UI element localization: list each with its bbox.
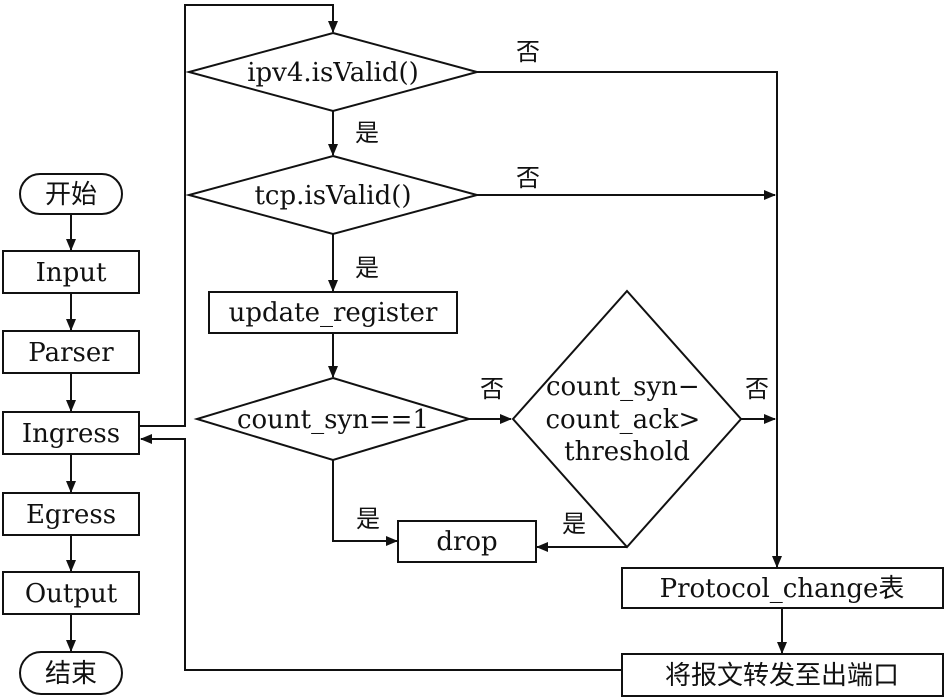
pipeline-column: 开始 Input Parser Ingress Egress Output 结束 (2, 173, 140, 695)
tcp-valid-label: tcp.isValid() (254, 181, 411, 211)
update-register-box (208, 291, 458, 334)
tcp-no-label: 否 (516, 164, 540, 192)
ipv4-no-label: 否 (516, 38, 540, 66)
count-syn-no-label: 否 (480, 375, 504, 403)
end-terminal (19, 651, 123, 695)
input-box (2, 250, 140, 294)
protocol-change-label: Protocol_change表 (660, 574, 905, 604)
egress-label: Egress (26, 500, 116, 530)
ipv4-yes-label: 是 (355, 119, 379, 147)
threshold-yes-label: 是 (562, 510, 586, 538)
tcp-yes-label: 是 (355, 254, 379, 282)
threshold-label-line-2: count_ack> (545, 405, 700, 435)
parser-label: Parser (28, 338, 114, 368)
protocol-change-box (621, 567, 944, 609)
end-label: 结束 (45, 659, 97, 689)
threshold-no-label: 否 (745, 375, 769, 403)
update-register-label: update_register (229, 298, 438, 328)
connector-ingress-to-ipv4 (139, 4, 338, 427)
count-syn-yes-label: 是 (356, 505, 380, 533)
drop-label: drop (436, 527, 497, 557)
input-label: Input (36, 258, 107, 288)
ingress-box (2, 411, 140, 455)
ingress-label: Ingress (22, 419, 120, 449)
forward-label: 将报文转发至出端口 (665, 661, 899, 691)
count-syn-label: count_syn==1 (237, 405, 429, 435)
connector-ipv4-no (477, 71, 782, 568)
threshold-label: count_syn− count_ack> threshold (545, 372, 708, 467)
connector-forward-to-ingress (140, 434, 622, 671)
ingress-logic: ipv4.isValid() 否 是 tcp.isValid() 否 是 upd… (139, 4, 944, 697)
start-label: 开始 (45, 180, 97, 210)
ipv4-valid-label: ipv4.isValid() (247, 58, 419, 88)
forward-box (621, 653, 944, 697)
threshold-label-line-1: count_syn− (546, 372, 700, 402)
connector-count-syn-yes (332, 460, 398, 546)
threshold-label-line-3: threshold (564, 437, 690, 467)
output-label: Output (25, 579, 118, 609)
drop-box (397, 520, 537, 563)
